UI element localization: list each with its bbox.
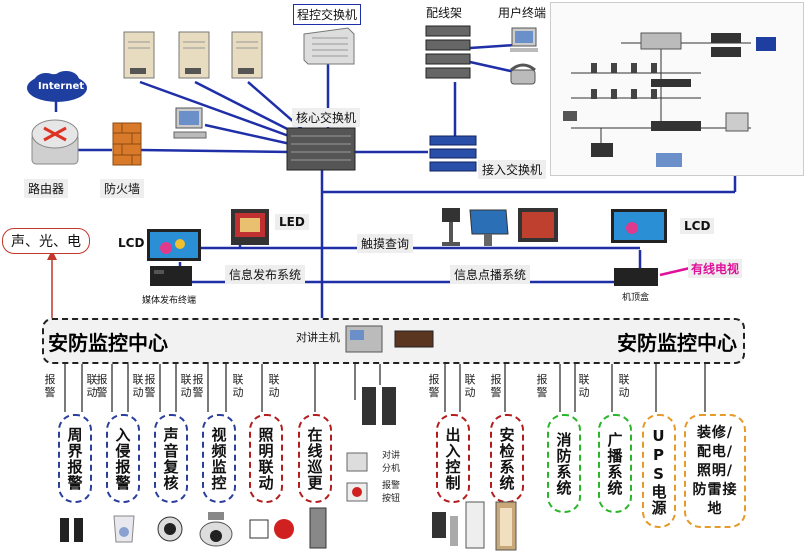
info-vod-label: 信息点播系统 [450, 265, 531, 284]
linkage-label: 联 动 [578, 373, 590, 399]
firewall-icon [112, 122, 142, 170]
alarm-label: 报 警 [96, 373, 108, 399]
microphone-pickup-icon [156, 514, 184, 548]
linkage-label: 联 动 [132, 373, 144, 399]
link-server-3 [247, 81, 311, 137]
intercom-phone-icon [360, 385, 400, 431]
alarm-label: 报 警 [192, 373, 204, 399]
subsystem-ups-power: UPS电源 [642, 414, 676, 528]
subsystem-audio-review: 声音复核 [154, 414, 188, 503]
link-workstation [204, 123, 296, 147]
lcd-screen-icon [146, 228, 202, 266]
pbx-icon [300, 26, 356, 66]
link-terminal-1 [469, 43, 516, 50]
security-scanner-icon [494, 500, 518, 556]
alarm-label: 报 警 [428, 373, 440, 399]
core-switch-label: 核心交换机 [292, 108, 361, 127]
alarm-button-icon [346, 482, 368, 506]
cable-tv-label: 有线电视 [688, 259, 743, 278]
set-top-box-icon [612, 266, 660, 292]
server-icon [120, 30, 160, 86]
intercom-extension-label: 对讲 分机 [381, 451, 400, 474]
info-publish-label: 信息发布系统 [225, 265, 306, 284]
firewall-label: 防火墙 [100, 179, 145, 198]
linkage-label: 联 动 [268, 373, 280, 399]
subsystem-intrusion-alarm: 入侵报警 [106, 414, 140, 503]
subsystem-decoration-power-lighting-lightning: 装修/配电/照明/防雷接地 [684, 414, 746, 528]
user-terminal-label: 用户终端 [498, 6, 547, 20]
touch-query-label: 触摸查询 [357, 234, 414, 253]
intercom-host-icon [344, 324, 384, 358]
server-icon [175, 30, 215, 86]
alarm-label: 报 警 [144, 373, 156, 399]
subsystem-lighting-linkage: 照明联动 [249, 414, 283, 503]
access-reader-icon [430, 510, 460, 556]
intercom-extension-icon [346, 452, 368, 476]
lcd-screen-icon [610, 208, 668, 252]
access-switch-label: 接入交换机 [478, 160, 547, 179]
lcd-left-label: LCD [118, 236, 145, 250]
patch-panel-icon [424, 24, 474, 88]
router-label: 路由器 [24, 179, 69, 198]
control-panel-icon [394, 328, 434, 354]
computer-icon [508, 26, 540, 58]
conference-system-diagram [550, 2, 804, 176]
kiosk-icon [468, 206, 510, 252]
arrow-up-icon [47, 250, 57, 260]
linkage-label: 联 动 [180, 373, 192, 399]
internet-cloud-icon [26, 70, 88, 108]
subsystem-perimeter-alarm: 周界报警 [58, 414, 92, 503]
subsystem-online-patrol: 在线巡更 [298, 414, 332, 503]
infrared-beam-icon [58, 514, 86, 548]
link-server-1 [139, 80, 301, 142]
security-monitoring-center: 安防监控中心 安防监控中心 对讲主机 [42, 318, 745, 364]
alarm-button-label: 报警 按钮 [381, 481, 400, 504]
media-terminal-label: 媒体发布终端 [142, 296, 197, 306]
router-icon [30, 116, 80, 172]
dome-camera-icon [198, 510, 234, 552]
distribution-frame-label: 配线架 [426, 6, 463, 20]
alarm-label: 报 警 [490, 373, 502, 399]
lcd-right-label: LCD [680, 218, 715, 234]
link-firewall-core [139, 148, 291, 154]
pbx-label: 程控交换机 [293, 4, 362, 25]
intercom-host-label: 对讲主机 [296, 331, 340, 344]
internet-label: Internet [38, 81, 85, 92]
alarm-label: 报 警 [536, 373, 548, 399]
core-switch-icon [285, 126, 357, 176]
display-screen-icon [516, 206, 562, 252]
set-top-box-label: 机顶盒 [622, 293, 650, 303]
subsystem-fire-protection: 消防系统 [547, 414, 581, 513]
alarm-label: 报 警 [44, 373, 56, 399]
lighting-fixture-icon [248, 514, 294, 548]
linkage-label: 联 动 [618, 373, 630, 399]
center-title-left: 安防监控中心 [48, 331, 168, 355]
workstation-icon [172, 106, 208, 144]
door-gate-icon [464, 500, 486, 554]
server-icon [228, 30, 268, 86]
link-cable-tv [659, 266, 691, 277]
linkage-label: 联 动 [86, 373, 98, 399]
telephone-icon [508, 62, 538, 90]
sound-light-electric-node: 声、光、电 [2, 228, 90, 254]
linkage-label: 联 动 [232, 373, 244, 399]
linkage-label: 联 动 [464, 373, 476, 399]
center-title-right: 安防监控中心 [617, 331, 737, 355]
led-label: LED [275, 214, 309, 230]
access-switch-icon [428, 134, 478, 178]
media-terminal-icon [148, 262, 194, 294]
subsystem-access-control: 出入控制 [436, 414, 470, 503]
link-terminal-2 [469, 60, 516, 74]
patrol-reader-icon [306, 506, 330, 554]
subsystem-security-check: 安检系统 [490, 414, 524, 503]
subsystem-broadcast: 广播系统 [598, 414, 632, 513]
subsystem-video-surveillance: 视频监控 [202, 414, 236, 503]
motion-detector-icon [110, 512, 138, 550]
kiosk-icon [438, 206, 464, 252]
led-screen-icon [230, 208, 270, 250]
